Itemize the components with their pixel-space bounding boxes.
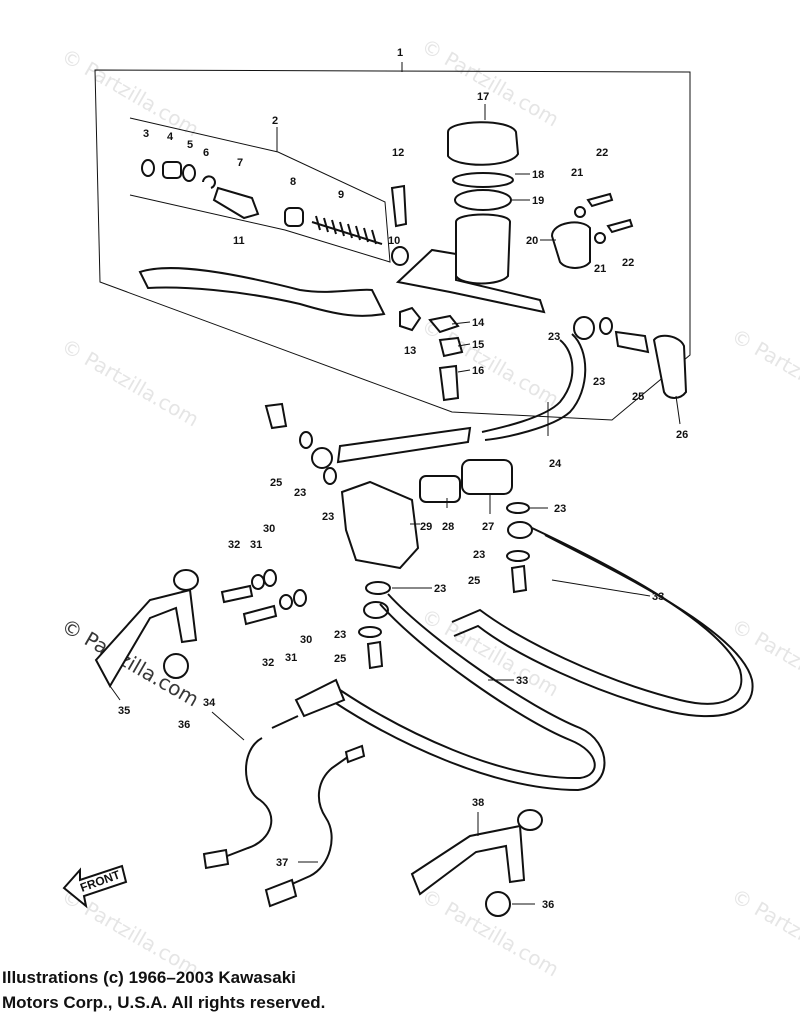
watermark-text: © Partzilla.com <box>58 44 204 142</box>
watermark-text: © Partzilla.com <box>728 884 800 982</box>
callout-23h: 23 <box>334 629 346 641</box>
callout-26: 26 <box>676 429 688 441</box>
master-cylinder-body <box>390 121 546 314</box>
callout-29: 29 <box>420 521 432 533</box>
callout-37: 37 <box>276 857 288 869</box>
callout-22b: 22 <box>622 257 634 269</box>
callout-4: 4 <box>167 131 174 143</box>
washers <box>358 502 533 670</box>
callout-36a: 36 <box>178 719 190 731</box>
callout-36b: 36 <box>542 899 554 911</box>
lower-brake-hoses <box>294 527 754 792</box>
callout-28: 28 <box>442 521 454 533</box>
callout-9: 9 <box>338 189 344 201</box>
copyright-notice: Illustrations (c) 1966–2003 Kawasaki Mot… <box>2 965 502 1015</box>
copyright-line-2: Motors Corp., U.S.A. All rights reserved… <box>2 993 326 1012</box>
watermark-text: © Partzilla.com <box>418 34 564 132</box>
piston-kit-parts <box>141 159 409 266</box>
callout-22a: 22 <box>596 147 608 159</box>
clamp-and-bolts <box>550 192 634 269</box>
watermark-text: © Partzilla.com <box>58 334 204 432</box>
upper-brake-hose <box>336 316 688 464</box>
brake-lever <box>138 267 386 317</box>
callout-7: 7 <box>237 157 243 169</box>
callout-13: 13 <box>404 345 416 357</box>
callout-10: 10 <box>388 235 400 247</box>
fasteners <box>399 306 464 402</box>
callout-2: 2 <box>272 115 278 127</box>
callout-14: 14 <box>472 317 485 329</box>
callout-21a: 21 <box>571 167 583 179</box>
callout-8: 8 <box>290 176 296 188</box>
callout-34: 34 <box>203 697 216 709</box>
callout-23f: 23 <box>473 549 485 561</box>
callout-1: 1 <box>397 47 403 59</box>
callout-11: 11 <box>233 235 245 247</box>
callout-3: 3 <box>143 128 149 140</box>
watermark-text: © Partzilla.com <box>728 324 800 422</box>
callout-19: 19 <box>532 195 544 207</box>
callout-6: 6 <box>203 147 209 159</box>
callout-31a: 31 <box>250 539 262 551</box>
callout-23c: 23 <box>294 487 306 499</box>
master-cylinder-assembly-outline <box>94 69 691 421</box>
callout-labels: 1 2 3 4 5 6 7 8 9 10 11 12 13 14 15 16 1… <box>118 47 688 911</box>
callout-30a: 30 <box>263 523 275 535</box>
callout-25c: 25 <box>468 575 480 587</box>
brackets <box>94 569 543 917</box>
callout-25b: 25 <box>270 477 282 489</box>
callout-31b: 31 <box>285 652 297 664</box>
callout-23e: 23 <box>554 503 566 515</box>
callout-25a: 25 <box>632 391 644 403</box>
callout-12: 12 <box>392 147 404 159</box>
callout-30b: 30 <box>300 634 312 646</box>
bolts <box>220 569 307 626</box>
leader-lines <box>109 104 681 905</box>
callout-33a: 33 <box>652 591 664 603</box>
callout-38: 38 <box>472 797 484 809</box>
callout-23a: 23 <box>548 331 560 343</box>
callout-24: 24 <box>549 458 562 470</box>
callout-23g: 23 <box>434 583 446 595</box>
brake-pipes <box>202 715 366 908</box>
callout-18: 18 <box>532 169 544 181</box>
three-way-joint <box>264 402 513 570</box>
callout-21b: 21 <box>594 263 606 275</box>
piston-kit-outline <box>129 117 391 263</box>
callout-20: 20 <box>526 235 538 247</box>
watermark-text: © Partzilla.com <box>728 614 800 712</box>
callout-16: 16 <box>472 365 484 377</box>
callout-32a: 32 <box>228 539 240 551</box>
callout-23d: 23 <box>322 511 334 523</box>
copyright-line-1: Illustrations (c) 1966–2003 Kawasaki <box>2 968 296 987</box>
callout-23b: 23 <box>593 376 605 388</box>
callout-27: 27 <box>482 521 494 533</box>
callout-35: 35 <box>118 705 130 717</box>
callout-5: 5 <box>187 139 193 151</box>
callout-32b: 32 <box>262 657 274 669</box>
callout-15: 15 <box>472 339 484 351</box>
callout-25d: 25 <box>334 653 346 665</box>
callout-33b: 33 <box>516 675 528 687</box>
callout-17: 17 <box>477 91 489 103</box>
